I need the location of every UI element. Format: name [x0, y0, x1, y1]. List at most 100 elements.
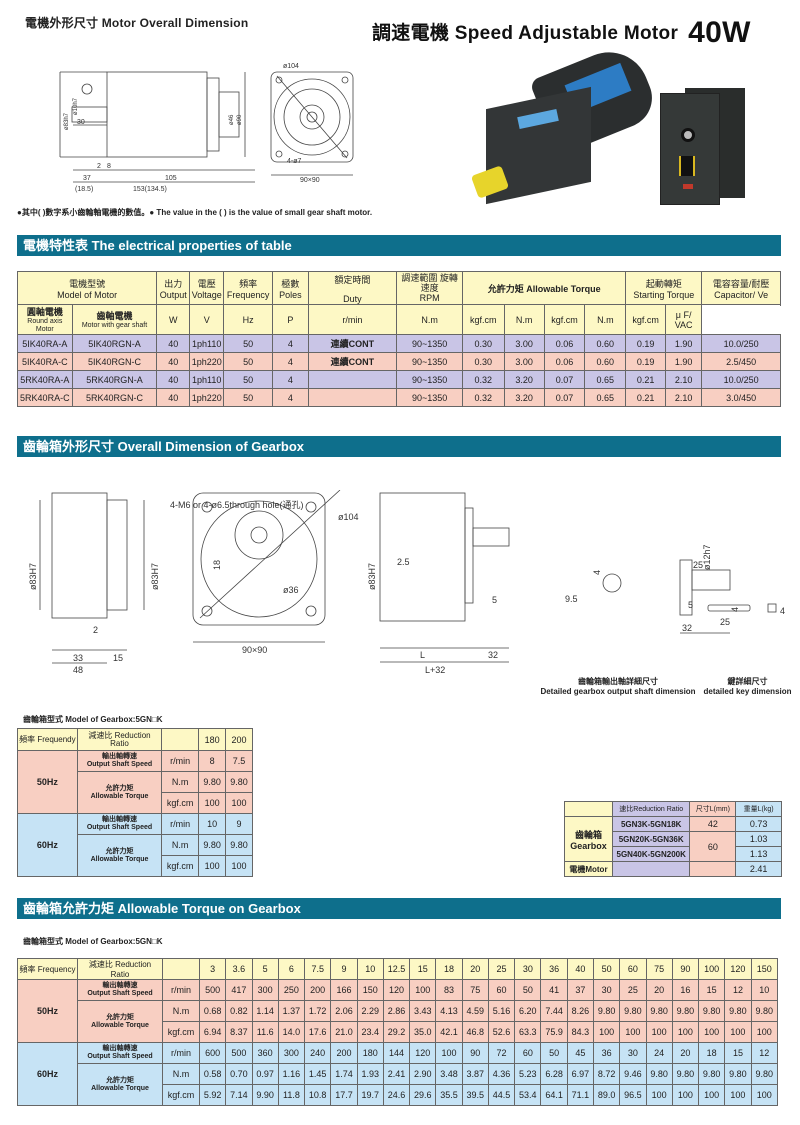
header-rpm-en: RPM [419, 293, 440, 303]
unit-kgf: kgf.cm [462, 304, 505, 335]
cell: 100 [698, 1021, 726, 1043]
cell: 100 [619, 1021, 647, 1043]
cell: 100 [645, 1021, 673, 1043]
cell: 83 [435, 979, 463, 1001]
unit-hz: Hz [223, 304, 274, 335]
unit-nm: N.m [503, 304, 545, 335]
svg-text:ø83H7: ø83H7 [150, 563, 160, 590]
cell: 39.5 [461, 1084, 489, 1106]
cell: 46.8 [461, 1021, 489, 1043]
cell: 36 [592, 1042, 621, 1064]
cell-t1_kgf: 3.20 [503, 370, 545, 389]
cell: 9 [225, 813, 253, 835]
cell: 30 [592, 979, 621, 1001]
ratio-cell: 75 [645, 958, 673, 980]
table-header-row: 頻率 Frequendy 減速比 Reduction Ratio 180 200 [17, 728, 253, 751]
torque-en: Allowable Torque [91, 1084, 149, 1092]
ratio-cell: 9 [330, 958, 358, 980]
cell-rpm: 90~1350 [396, 370, 464, 389]
cell: 9.80 [750, 1000, 779, 1022]
cell-cap: 10.0/250 [701, 334, 781, 353]
svg-text:5: 5 [688, 600, 693, 610]
cell: 9.80 [198, 834, 227, 856]
cell-w: 40 [156, 352, 191, 371]
gearbox-cn: 齒輪箱 [574, 829, 602, 840]
cell: 100 [698, 1084, 726, 1106]
cell: 18 [698, 1042, 726, 1064]
cell: 50 [540, 1042, 568, 1064]
svg-text:L: L [420, 650, 425, 660]
cell-hz: 50 [223, 334, 274, 353]
ratio-cell: 3.6 [225, 958, 253, 980]
cell: 2.90 [409, 1063, 437, 1085]
unit-rmin: r/min [162, 979, 200, 1001]
cell: 9.80 [225, 771, 253, 793]
cell: 100 [671, 1021, 700, 1043]
cell: 14.0 [277, 1021, 306, 1043]
cell: 60 [487, 979, 516, 1001]
cell-gear: 5IK40RGN-A [71, 334, 158, 353]
torque-cn: 允許力矩 [105, 847, 134, 855]
cell: 75.9 [540, 1021, 568, 1043]
cell-s_nm: 0.21 [625, 370, 666, 389]
cell: 2.06 [330, 1000, 358, 1022]
cell: 12 [724, 979, 752, 1001]
cell: 6.20 [514, 1000, 542, 1022]
ratio-cell: 120 [724, 958, 752, 980]
cell: 150 [356, 979, 384, 1001]
ratio-cell: 100 [698, 958, 726, 980]
header-ratio: 減速比 Reduction Ratio [76, 728, 163, 751]
cell-gear: 5IK40RGN-C [71, 352, 158, 371]
unit-kgf: kgf.cm [543, 304, 586, 335]
unit-kgf: kgf.cm [625, 304, 666, 335]
unit-rmin: r/min [307, 304, 398, 335]
ratio-cell: 10 [356, 958, 384, 980]
cell: 64.1 [540, 1084, 568, 1106]
cell: 35.0 [409, 1021, 437, 1043]
gearbox-small-table: 頻率 Frequendy 減速比 Reduction Ratio 180 200… [17, 728, 253, 877]
cell: 1.14 [251, 1000, 279, 1022]
header-start-en: Starting Torque [633, 289, 695, 300]
ratio-cell: 20 [461, 958, 489, 980]
cell: 9.80 [698, 1000, 726, 1022]
cell-v: 1ph110 [189, 370, 225, 389]
cell-p: 4 [272, 370, 309, 389]
cell-t1_nm: 0.32 [462, 370, 505, 389]
cell: 100 [750, 1021, 779, 1043]
unit-nm: N.m [396, 304, 464, 335]
cell: 8.26 [566, 1000, 594, 1022]
header-poles-cn: 極數 [281, 278, 300, 289]
cell: 0.58 [198, 1063, 227, 1085]
svg-text:ø46: ø46 [229, 114, 235, 125]
header-voltage-en: Voltage [191, 289, 222, 300]
cell: 96.5 [619, 1084, 647, 1106]
cell: 9.80 [225, 834, 253, 856]
cell: 200 [330, 1042, 358, 1064]
torque-cn: 允許力矩 [106, 1076, 134, 1084]
cell-p: 4 [272, 352, 309, 371]
gearbox-model-label: 齒輪箱型式 Model of Gearbox:5GN□K [23, 715, 163, 724]
cell: 600 [198, 1042, 227, 1064]
cell: 1.93 [356, 1063, 384, 1085]
cell: 9.80 [671, 1063, 700, 1085]
cell: 29.6 [409, 1084, 437, 1106]
svg-text:32: 32 [488, 650, 498, 660]
unit-kgf: kgf.cm [162, 1084, 200, 1106]
torque-cn: 允許力矩 [105, 784, 134, 792]
cell-s_nm: 0.19 [625, 334, 666, 353]
cell: 2.41 [382, 1063, 411, 1085]
unit-nm: N.m [162, 1000, 200, 1022]
cell-hz: 50 [223, 352, 274, 371]
cell: 250 [277, 979, 306, 1001]
wattage-label: 40W [688, 16, 751, 49]
cell-round: 5RK40RA-C [17, 388, 73, 407]
cell: 1.45 [304, 1063, 332, 1085]
cell-p: 4 [272, 334, 309, 353]
svg-text:(18.5): (18.5) [75, 186, 93, 193]
